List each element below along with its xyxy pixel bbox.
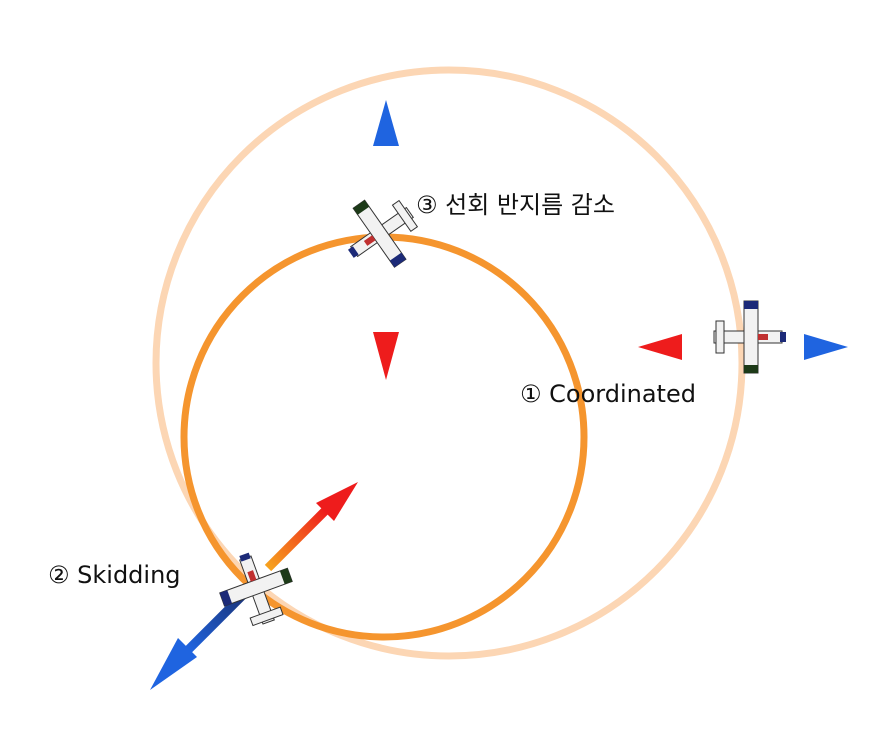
top-up-arrow	[373, 100, 399, 228]
label-radius-decrease: ③ 선회 반지름 감소	[416, 191, 615, 219]
label-skidding: ② Skidding	[48, 561, 181, 589]
outer-turn-circle	[152, 66, 746, 660]
airplane-icon	[713, 300, 787, 374]
right-right-arrow	[752, 334, 848, 360]
top-down-arrow	[373, 258, 399, 380]
label-coordinated: ① Coordinated	[520, 380, 696, 408]
skid-inward-arrow	[264, 482, 358, 572]
skid-outward-arrow	[150, 584, 254, 690]
